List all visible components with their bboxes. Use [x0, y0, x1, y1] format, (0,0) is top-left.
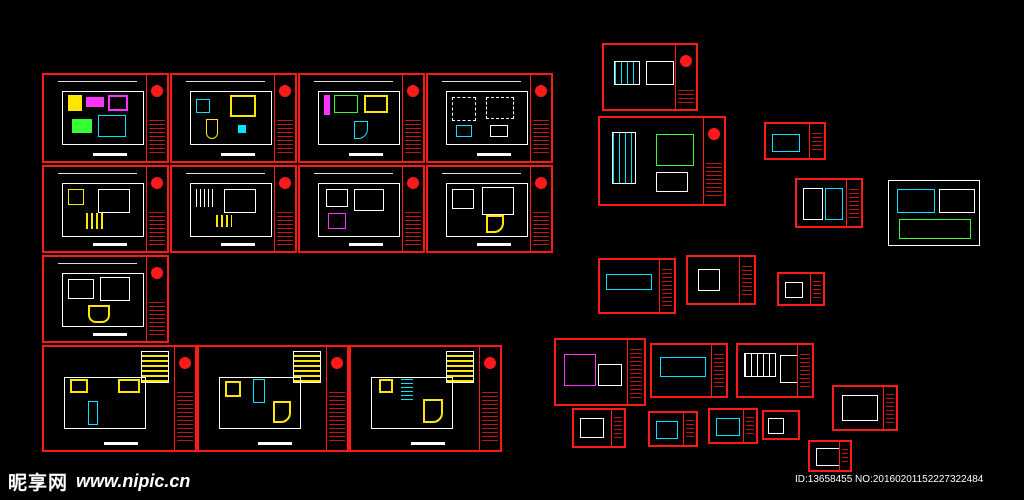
- title-block: [743, 410, 756, 442]
- floor-plan-drawing: [186, 85, 272, 147]
- title-block: [711, 345, 726, 396]
- watermark: 昵享网 www.nipic.cn: [8, 466, 190, 496]
- ceiling-plan-drawing: [58, 177, 144, 237]
- title-block: [146, 167, 167, 251]
- floor-plan-drawing: [213, 371, 317, 436]
- title-block: [402, 167, 423, 251]
- company-logo-icon: [151, 85, 163, 97]
- elevation-sheet[interactable]: [888, 180, 980, 246]
- ceiling-plan-sheet[interactable]: [42, 165, 169, 253]
- image-id-footer: ID:13658455 NO:20160201152227322484: [795, 474, 984, 485]
- floor-plan-sheet[interactable]: [426, 73, 553, 163]
- detail-sheet[interactable]: [736, 343, 814, 398]
- floor-plan-drawing: [365, 371, 470, 436]
- detail-sheet[interactable]: [708, 408, 758, 444]
- floor-plan-sheet[interactable]: [298, 73, 425, 163]
- title-block: [797, 345, 812, 396]
- title-block: [739, 257, 754, 303]
- title-block: [530, 75, 551, 161]
- floor-plan-sheet[interactable]: [349, 345, 502, 452]
- title-block: [809, 124, 824, 158]
- title-block: [627, 340, 644, 404]
- title-block: [846, 180, 861, 226]
- detail-sheet[interactable]: [554, 338, 646, 406]
- title-block: [479, 347, 500, 450]
- company-logo-icon: [535, 177, 547, 189]
- company-logo-icon: [535, 85, 547, 97]
- company-logo-icon: [331, 357, 343, 369]
- title-block: [146, 75, 167, 161]
- floor-plan-sheet[interactable]: [42, 345, 197, 452]
- title-block: [683, 413, 696, 445]
- company-logo-icon: [151, 267, 163, 279]
- company-logo-icon: [708, 128, 720, 140]
- detail-sheet[interactable]: [762, 410, 800, 440]
- detail-sheet[interactable]: [598, 116, 726, 206]
- title-block: [703, 118, 724, 204]
- floor-plan-drawing: [58, 267, 144, 327]
- title-block: [611, 410, 624, 446]
- detail-sheet[interactable]: [686, 255, 756, 305]
- title-block: [274, 167, 295, 251]
- floor-plan-drawing: [58, 371, 165, 436]
- title-block: [675, 45, 696, 109]
- title-block: [402, 75, 423, 161]
- company-logo-icon: [279, 85, 291, 97]
- floor-plan-drawing: [58, 85, 144, 147]
- detail-sheet[interactable]: [648, 411, 698, 447]
- floor-plan-drawing: [314, 85, 400, 147]
- title-block: [530, 167, 551, 251]
- ceiling-plan-drawing: [442, 177, 528, 237]
- floor-plan-sheet[interactable]: [42, 255, 169, 343]
- ceiling-plan-drawing: [186, 177, 272, 237]
- title-block: [839, 442, 850, 470]
- title-block: [883, 387, 896, 429]
- title-block: [810, 274, 823, 304]
- detail-sheet[interactable]: [602, 43, 698, 111]
- company-logo-icon: [279, 177, 291, 189]
- company-logo-icon: [151, 177, 163, 189]
- title-block: [659, 260, 674, 312]
- company-logo-icon: [407, 85, 419, 97]
- detail-sheet[interactable]: [795, 178, 863, 228]
- legend-table: [446, 351, 474, 383]
- floor-plan-sheet[interactable]: [197, 345, 349, 452]
- watermark-site-name: 昵享网: [8, 471, 69, 494]
- ceiling-plan-sheet[interactable]: [170, 165, 297, 253]
- floor-plan-drawing: [442, 85, 528, 147]
- company-logo-icon: [179, 357, 191, 369]
- company-logo-icon: [407, 177, 419, 189]
- detail-sheet[interactable]: [572, 408, 626, 448]
- ceiling-plan-drawing: [314, 177, 400, 237]
- title-block: [326, 347, 347, 450]
- title-block: [146, 257, 167, 341]
- detail-sheet[interactable]: [650, 343, 728, 398]
- detail-sheet[interactable]: [832, 385, 898, 431]
- detail-sheet[interactable]: [808, 440, 852, 472]
- ceiling-plan-sheet[interactable]: [298, 165, 425, 253]
- title-block: [174, 347, 195, 450]
- detail-sheet[interactable]: [777, 272, 825, 306]
- company-logo-icon: [680, 55, 692, 67]
- detail-sheet[interactable]: [764, 122, 826, 160]
- company-logo-icon: [484, 357, 496, 369]
- ceiling-plan-sheet[interactable]: [426, 165, 553, 253]
- detail-sheet[interactable]: [598, 258, 676, 314]
- watermark-url: www.nipic.cn: [76, 470, 191, 491]
- floor-plan-sheet[interactable]: [42, 73, 169, 163]
- title-block: [274, 75, 295, 161]
- floor-plan-sheet[interactable]: [170, 73, 297, 163]
